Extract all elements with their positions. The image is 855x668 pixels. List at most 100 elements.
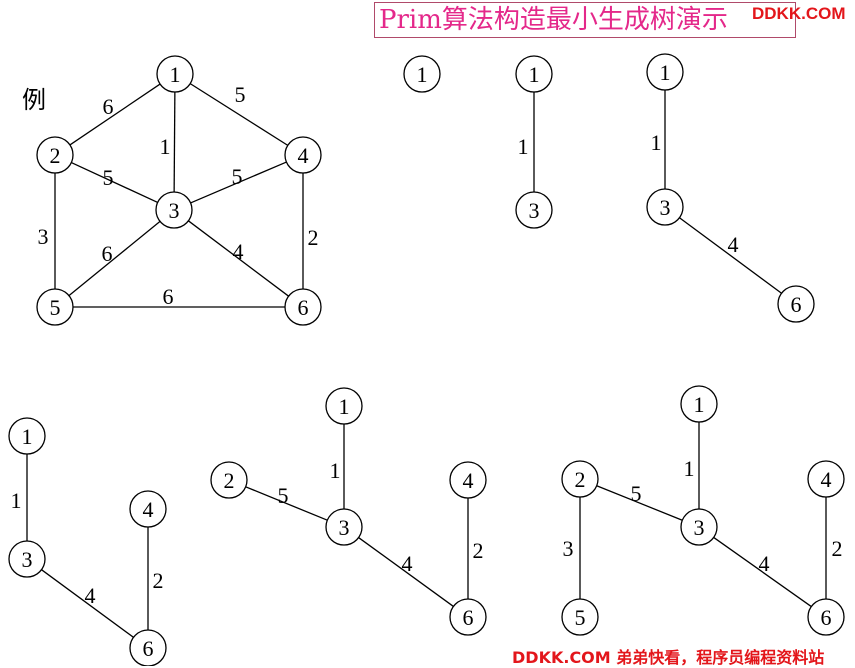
step-4-node-3-label: 3: [22, 547, 33, 572]
step-6-node-2-label: 2: [575, 467, 586, 492]
step-6-node-5-label: 5: [575, 605, 586, 630]
example-graph-edge-weight-3-4: 5: [232, 164, 243, 189]
step-3-node-3-circle: [646, 188, 684, 226]
step-6-node-6-label: 6: [821, 605, 832, 630]
example-graph-edge-1-4: [189, 83, 289, 146]
example-graph-node-3-circle: [155, 191, 193, 229]
step-6-node-1-circle: [680, 385, 718, 423]
step-3-edge-3-6: [679, 217, 782, 294]
step-2-node-1-label: 1: [529, 62, 540, 87]
example-graph-edge-weight-2-3: 5: [103, 165, 114, 190]
watermark-top: DDKK.COM: [752, 4, 846, 23]
step-6-group: 1 5 3 4 2 1 2 3 4 5 6: [561, 385, 845, 636]
step-5-group: 1 5 4 2 1 2 3 4 6: [210, 387, 487, 636]
step-5-node-3-label: 3: [339, 515, 350, 540]
step-5-node-6-circle: [449, 598, 487, 636]
example-graph-edge-3-4: [190, 161, 287, 204]
step-4-node-4-label: 4: [143, 497, 154, 522]
step-5-edge-weight-3-6: 4: [402, 551, 413, 576]
step-6-edge-2-3: [596, 485, 683, 521]
step-4-node-6-label: 6: [143, 636, 154, 661]
step-6-node-3-circle: [680, 508, 718, 546]
example-graph-edge-1-2: [69, 83, 161, 146]
example-label: 例: [22, 86, 46, 114]
step-4-node-6-circle: [129, 629, 167, 666]
example-graph-edge-weight-5-6: 6: [163, 284, 174, 309]
step-3-edge-weight-1-3: 1: [651, 130, 662, 155]
step-6-node-1-label: 1: [694, 392, 705, 417]
step-5-edge-weight-2-3: 5: [278, 483, 289, 508]
step-2-node-3-circle: [515, 191, 553, 229]
step-3-node-3-label: 3: [660, 195, 671, 220]
step-5-node-4-label: 4: [463, 468, 474, 493]
example-graph-edge-weight-3-6: 4: [233, 239, 244, 264]
example-graph-node-5-circle: [36, 288, 74, 326]
step-3-group: 1 4 1 3 6: [646, 53, 815, 323]
step-5-node-4-circle: [449, 461, 487, 499]
example-graph-edge-weight-1-3: 1: [160, 134, 171, 159]
step-3-node-6-label: 6: [791, 292, 802, 317]
example-graph-edge-weight-3-5: 6: [102, 241, 113, 266]
watermark-bottom: DDKK.COM 弟弟快看，程序员编程资料站: [512, 648, 825, 667]
step-6-node-4-label: 4: [821, 467, 832, 492]
example-graph-node-1-circle: [156, 55, 194, 93]
diagram-title: Prim算法构造最小生成树演示: [374, 2, 796, 38]
step-4-node-4-circle: [129, 490, 167, 528]
example-graph-edge-3-5: [68, 220, 161, 297]
step-4-node-1-circle: [8, 417, 46, 455]
step-6-edge-weight-6-4: 2: [832, 536, 843, 561]
example-graph-edge-3-6: [187, 220, 290, 297]
example-graph-node-6-label: 6: [298, 295, 309, 320]
step-6-node-5-circle: [561, 598, 599, 636]
example-graph-edge-weight-4-6: 2: [308, 225, 319, 250]
step-4-node-1-label: 1: [22, 424, 33, 449]
step-6-edge-weight-2-5: 3: [563, 536, 574, 561]
step-5-node-1-circle: [325, 387, 363, 425]
example-graph-edge-weight-2-5: 3: [38, 224, 49, 249]
step-3-node-1-circle: [646, 53, 684, 91]
step-6-edge-weight-2-3: 5: [631, 481, 642, 506]
step-6-node-3-label: 3: [694, 515, 705, 540]
step-4-edge-weight-6-4: 2: [153, 568, 164, 593]
step-5-node-2-label: 2: [224, 468, 235, 493]
example-graph-node-2-circle: [36, 136, 74, 174]
step-6-node-2-circle: [561, 460, 599, 498]
step-5-edge-3-6: [358, 537, 454, 607]
step-6-edge-weight-3-6: 4: [759, 551, 770, 576]
example-graph-edge-weight-1-2: 6: [103, 94, 114, 119]
example-graph-edge-1-3: [173, 91, 176, 193]
step-2-group: 1 1 3: [515, 55, 553, 229]
step-5-node-2-circle: [210, 461, 248, 499]
example-graph-node-2-label: 2: [50, 143, 61, 168]
step-3-node-6-circle: [777, 285, 815, 323]
step-5-edge-2-3: [245, 486, 328, 521]
example-graph-edge-2-3: [71, 161, 158, 204]
step-3-edge-weight-3-6: 4: [728, 232, 739, 257]
example-graph-node-6-circle: [284, 288, 322, 326]
step-6-node-6-circle: [807, 598, 845, 636]
step-5-node-6-label: 6: [463, 605, 474, 630]
step-5-edge-weight-1-3: 1: [330, 458, 341, 483]
example-graph-node-3-label: 3: [169, 198, 180, 223]
step-1-group: 1: [403, 55, 441, 93]
example-graph-node-4-label: 4: [298, 143, 309, 168]
step-5-edge-weight-6-4: 2: [473, 538, 484, 563]
step-4-node-3-circle: [8, 540, 46, 578]
step-6-node-4-circle: [807, 460, 845, 498]
step-6-edge-3-6: [713, 536, 812, 608]
step-2-edge-weight-1-3: 1: [518, 134, 529, 159]
example-graph-node-5-label: 5: [50, 295, 61, 320]
step-6-edge-weight-1-3: 1: [684, 456, 695, 481]
step-5-node-1-label: 1: [339, 394, 350, 419]
step-4-edge-weight-1-3: 1: [11, 488, 22, 513]
step-2-node-1-circle: [515, 55, 553, 93]
example-graph-node-1-label: 1: [170, 62, 181, 87]
step-5-node-3-circle: [325, 508, 363, 546]
step-3-node-1-label: 1: [660, 60, 671, 85]
step-4-edge-3-6: [41, 569, 134, 638]
step-2-node-3-label: 3: [529, 198, 540, 223]
example-graph-node-4-circle: [284, 136, 322, 174]
